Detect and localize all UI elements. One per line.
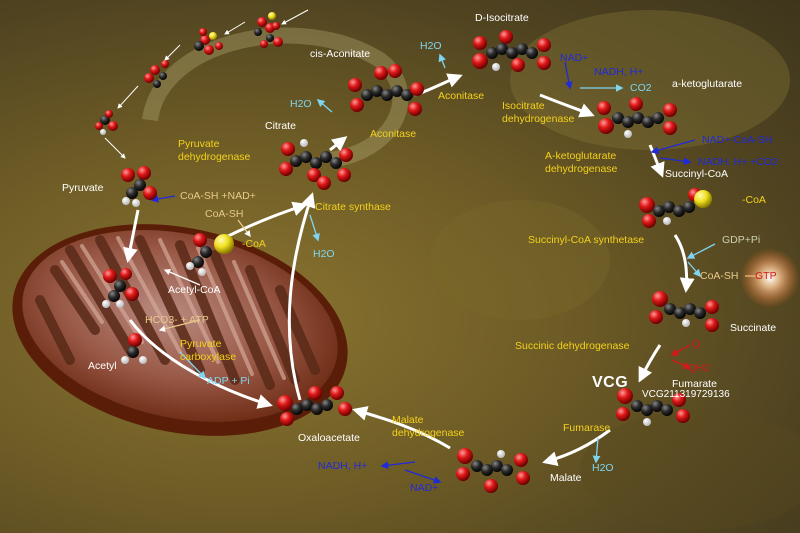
label-nadh-top: NADH, H+ [594, 66, 644, 78]
molecule-malate [456, 448, 530, 493]
mitochondrion [12, 224, 348, 436]
label-coa-left: -CoA [242, 238, 266, 250]
label-succinic-dehydrogenase: Succinic dehydrogenase [515, 340, 630, 352]
label-hco3-atp: HCO3- + ATP [145, 314, 209, 326]
molecule-citrate [279, 139, 353, 190]
label-citrate: Citrate [265, 120, 296, 132]
label-nad-bottom: NAD+ [410, 482, 439, 494]
label-qh2: QH2 [688, 362, 710, 374]
label-acetyl: Acetyl [88, 360, 117, 372]
molecule-succinate [649, 291, 719, 332]
molecule-pyruvate [121, 166, 157, 207]
watermark-id: VCG211319729136 [642, 389, 730, 400]
label-co2-top: CO2 [630, 82, 652, 94]
label-h2o-citrate: H2O [290, 98, 312, 110]
label-aconitase-mid: Aconitase [370, 128, 417, 140]
label-nad-top: NAD+ [560, 52, 589, 64]
side-arrows [150, 53, 760, 484]
label-coash: CoA-SH [205, 208, 244, 220]
label-citrate-synthase: Citrate synthase [315, 201, 391, 213]
label-coash-gtp: CoA-SH [700, 270, 739, 282]
label-gtp: GTP [755, 270, 777, 282]
label-succinyl-coa-synthetase: Succinyl-CoA synthetase [528, 234, 645, 246]
label-malate: Malate [550, 472, 582, 484]
label-cis-aconitate: cis-Aconitate [310, 48, 371, 60]
watermark: VCG VCG211319729136 [592, 372, 782, 412]
label-pyruvate-dehydrogenase: Pyruvate dehydrogenase [178, 138, 251, 163]
label-malate-dehydrogenase: Malate dehydrogenase [392, 414, 465, 439]
label-fumarase: Fumarase [563, 422, 611, 434]
glycolysis-molecules [95, 9, 309, 159]
molecule-a-ketoglutarate [597, 97, 677, 138]
label-nad-coash: NAD+-CoA-SH [702, 134, 773, 146]
label-fumarate: Fumarate [672, 378, 717, 390]
label-coa-right: -CoA [742, 194, 766, 206]
label-acetyl-coa: Acetyl-CoA [168, 284, 221, 296]
label-aconitase-top: Aconitase [438, 90, 485, 102]
molecule-succinyl-coa [639, 188, 712, 228]
molecule-pyruvate-inside [102, 268, 139, 308]
label-succinyl-coa: Succinyl-CoA [665, 168, 729, 180]
label-akg-dehydrogenase: A-ketoglutarate dehydrogenase [545, 150, 618, 175]
label-h2o-bottom: H2O [592, 462, 614, 474]
label-a-ketoglutarate: a-ketoglutarate [672, 78, 743, 90]
molecule-cis-aconitate [348, 64, 424, 116]
label-oxaloacetate: Oxaloacetate [298, 432, 360, 444]
label-isocitrate-dehydrogenase: Isocitrate dehydrogenase [502, 100, 575, 125]
label-pyruvate: Pyruvate [62, 182, 104, 194]
cycle-arrows [122, 73, 695, 466]
molecule-d-isocitrate [472, 30, 551, 72]
label-q: Q [692, 338, 701, 350]
gtp-glow [740, 248, 800, 308]
label-d-isocitrate: D-Isocitrate [475, 12, 529, 24]
molecule-acetyl-inside [121, 333, 147, 364]
label-succinate: Succinate [730, 322, 777, 334]
label-nadh-bottom: NADH, H+ [318, 460, 368, 472]
molecule-fumarate [616, 388, 690, 426]
label-adp-pi: ADP + Pi [207, 375, 250, 387]
molecule-acetyl-coa [186, 233, 234, 276]
label-h2o-top: H2O [420, 40, 442, 52]
molecule-oxaloacetate [277, 386, 352, 426]
watermark-logo: VCG [592, 374, 629, 391]
label-nadh-co2: NADH, H+ +CO2 [698, 156, 778, 168]
label-coash-nad: CoA-SH +NAD+ [180, 190, 256, 202]
label-h2o-mid: H2O [313, 248, 335, 260]
label-pyruvate-carboxylase: Pyruvate carboxylase [180, 338, 237, 363]
label-gdp-pi: GDP+Pi [722, 234, 761, 246]
